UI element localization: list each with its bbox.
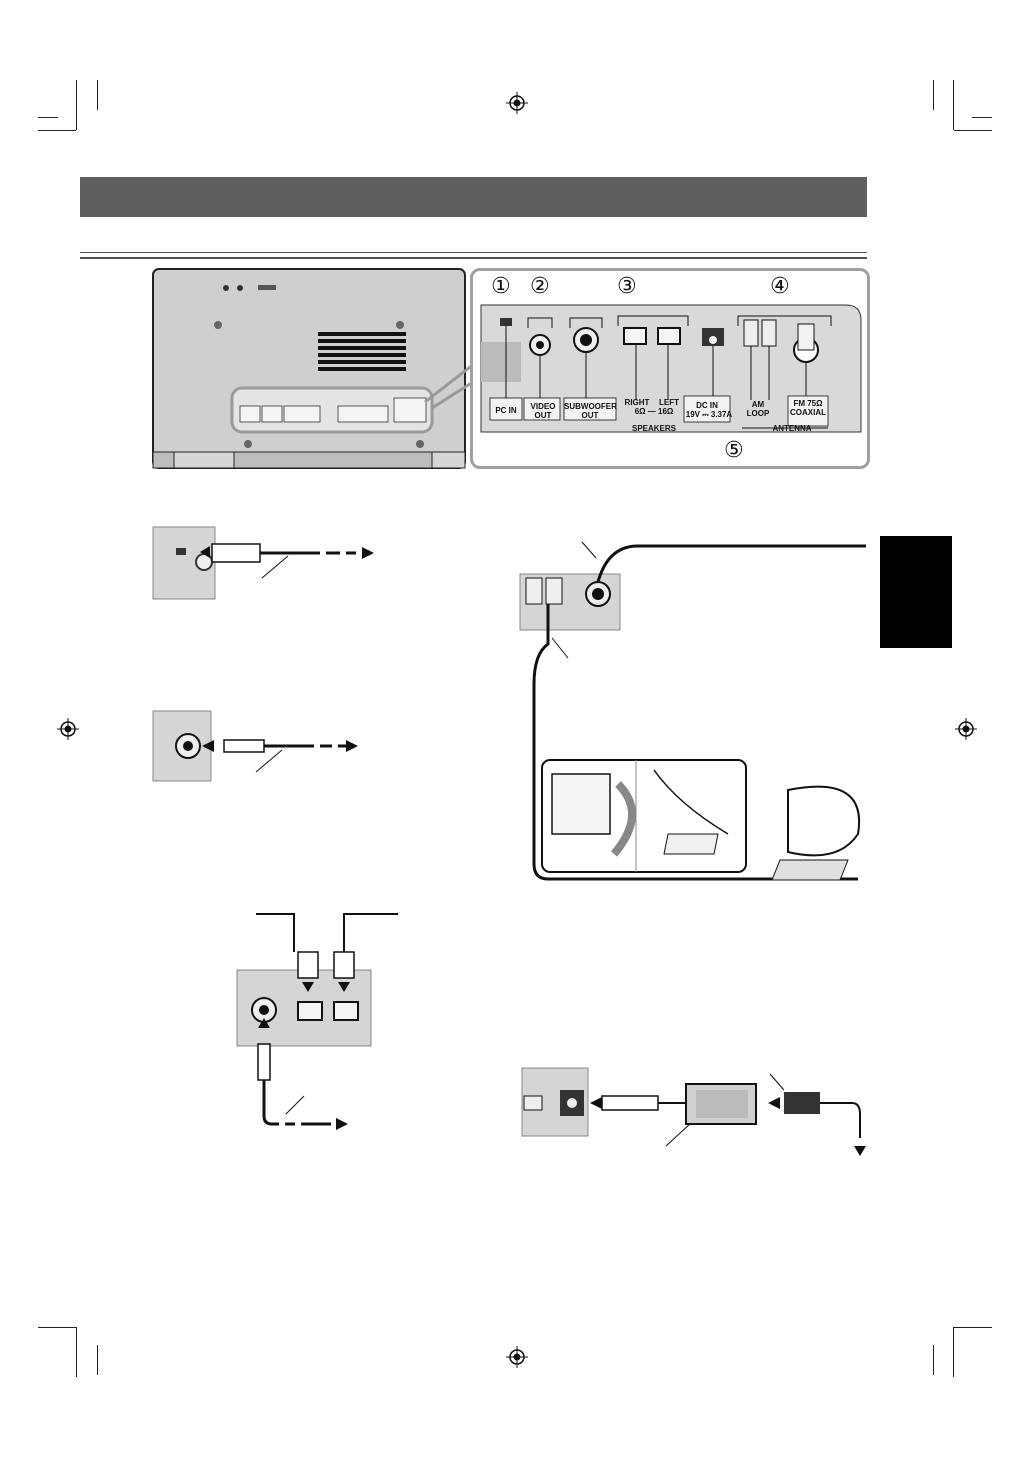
crop-mark-icon — [954, 130, 992, 131]
label-dc-in: DC IN — [696, 401, 718, 410]
crop-mark-icon — [953, 1327, 954, 1377]
callout-5: ⑤ — [724, 438, 744, 463]
label-fm-coaxial: FM 75Ω COAXIAL — [790, 399, 826, 417]
arrow-right-icon — [362, 547, 374, 559]
arrow-down-icon — [338, 982, 350, 992]
callout-4: ④ — [770, 274, 790, 299]
registration-mark-icon — [506, 1346, 528, 1368]
crop-mark-icon — [97, 1345, 98, 1375]
label-right: RIGHT — [624, 398, 650, 407]
section-rule — [80, 257, 867, 259]
registration-mark-icon — [506, 92, 528, 114]
crop-mark-icon — [38, 130, 76, 131]
chapter-tab — [880, 536, 952, 648]
speaker-subwoofer-connection — [236, 913, 398, 1130]
arrow-right-icon — [346, 740, 358, 752]
label-antenna: ANTENNA — [772, 424, 812, 433]
crop-mark-icon — [933, 1345, 934, 1375]
label-left: LEFT — [659, 398, 679, 407]
crop-mark-icon — [953, 80, 954, 130]
callout-1: ① — [491, 274, 511, 299]
unit-rear-view — [152, 268, 466, 469]
connector-panel-drawing — [480, 304, 862, 433]
label-video-out: VIDEO OUT — [530, 402, 556, 420]
crop-mark-icon — [954, 1327, 992, 1328]
callout-2: ② — [530, 274, 550, 299]
crop-mark-icon — [97, 80, 98, 110]
label-am-loop: AM LOOP — [746, 400, 770, 418]
label-dc-rating: 19V ⎓ 3.37A — [685, 410, 733, 419]
pc-in-connection — [152, 526, 374, 600]
crop-mark-icon — [933, 80, 934, 110]
arrow-down-icon — [854, 1146, 866, 1156]
crop-mark-icon — [76, 1327, 77, 1377]
registration-mark-icon — [57, 718, 79, 740]
label-subwoofer-out: SUBWOOFER OUT — [564, 402, 617, 420]
antenna-connection — [519, 541, 866, 881]
crop-mark-icon — [972, 117, 992, 118]
video-out-connection — [152, 710, 358, 782]
label-speakers: SPEAKERS — [631, 424, 676, 433]
arrow-down-icon — [302, 982, 314, 992]
label-pc-in: PC IN — [495, 406, 517, 415]
crop-mark-icon — [76, 80, 77, 130]
dc-in-connection — [521, 1067, 866, 1156]
callout-3: ③ — [617, 274, 637, 299]
section-rule — [80, 252, 867, 253]
crop-mark-icon — [38, 1327, 76, 1328]
crop-mark-icon — [38, 117, 58, 118]
label-impedance: 6Ω — 16Ω — [634, 407, 674, 416]
section-header-bar — [80, 177, 867, 217]
registration-mark-icon — [955, 718, 977, 740]
